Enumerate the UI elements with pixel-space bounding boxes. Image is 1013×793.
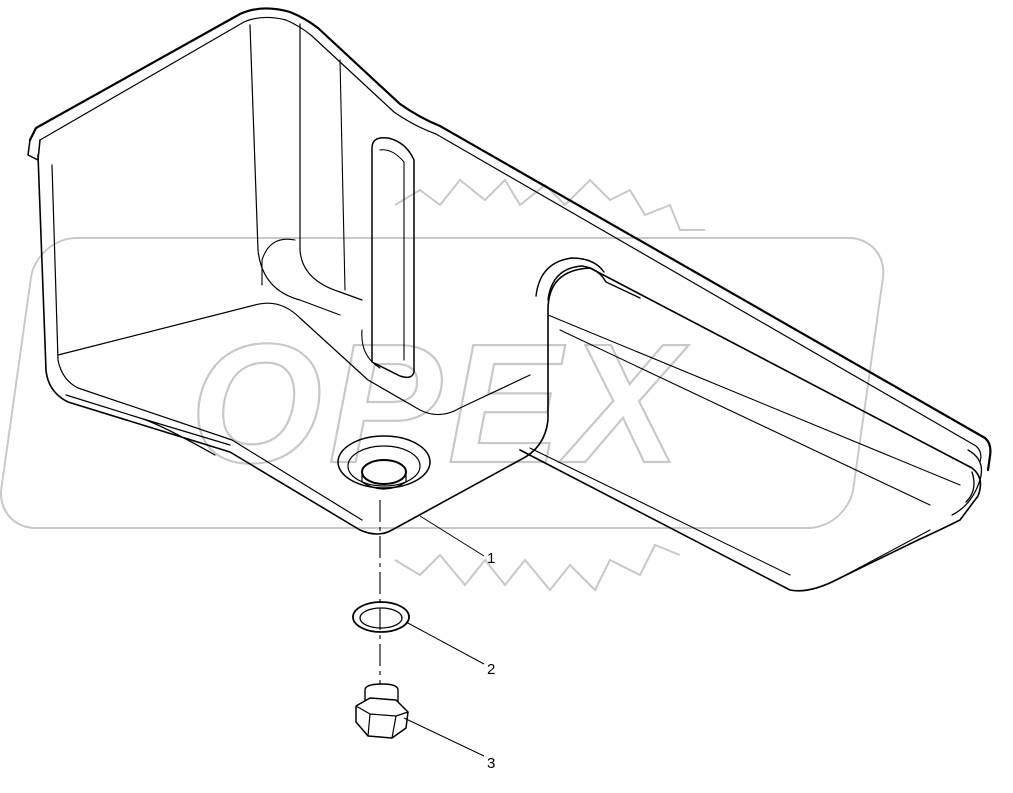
oil-pan-step (535, 257, 641, 301)
callout-label-1: 1 (487, 550, 495, 567)
drain-plug (355, 683, 409, 739)
sealing-ring-outer (352, 601, 410, 633)
drain-boss-hole-depth (361, 472, 407, 490)
oil-pan-rib-recess (371, 136, 415, 379)
callout-label-2: 2 (487, 661, 495, 678)
drain-boss (337, 435, 431, 490)
oil-pan-shallow-floor (547, 314, 961, 506)
drain-boss-outer (337, 435, 431, 489)
drain-plug-hex-top (355, 705, 409, 739)
oil-pan-back-wall (261, 59, 346, 291)
drain-plug-hex-body (355, 697, 409, 739)
oil-pan-flange-inner (39, 16, 982, 463)
callout-label-3: 3 (487, 755, 495, 772)
leader-line-2 (405, 621, 485, 665)
oil-pan-inner-corner (249, 23, 363, 316)
oil-pan-shallow-bottom (529, 447, 931, 579)
oil-pan (27, 7, 992, 592)
oil-pan-front-lower (65, 394, 231, 456)
oil-pan-sump-side (51, 164, 363, 521)
leader-line-3 (403, 717, 485, 757)
opex-watermark-logo: OPEX (0, 178, 885, 592)
callout-group-3: 3 (403, 717, 495, 772)
oil-pan-sump-floor (57, 302, 531, 416)
callout-group-1: 1 (419, 515, 495, 567)
oil-pan-flange (28, 7, 992, 472)
sealing-ring-inner (359, 607, 403, 629)
watermark-text: OPEX (190, 309, 689, 499)
oil-pan-flange-left-lip (27, 139, 41, 161)
oil-pan-sump-outline (37, 154, 982, 592)
sealing-ring (352, 601, 410, 633)
oil-pan-right-end (951, 449, 983, 516)
watermark-frame (0, 237, 885, 529)
oil-pan-rib-recess-inner (361, 149, 405, 369)
drain-boss-ring (347, 445, 421, 487)
watermark-gear (394, 178, 705, 592)
callout-group-2: 2 (405, 621, 495, 678)
leader-line-1 (419, 515, 485, 557)
